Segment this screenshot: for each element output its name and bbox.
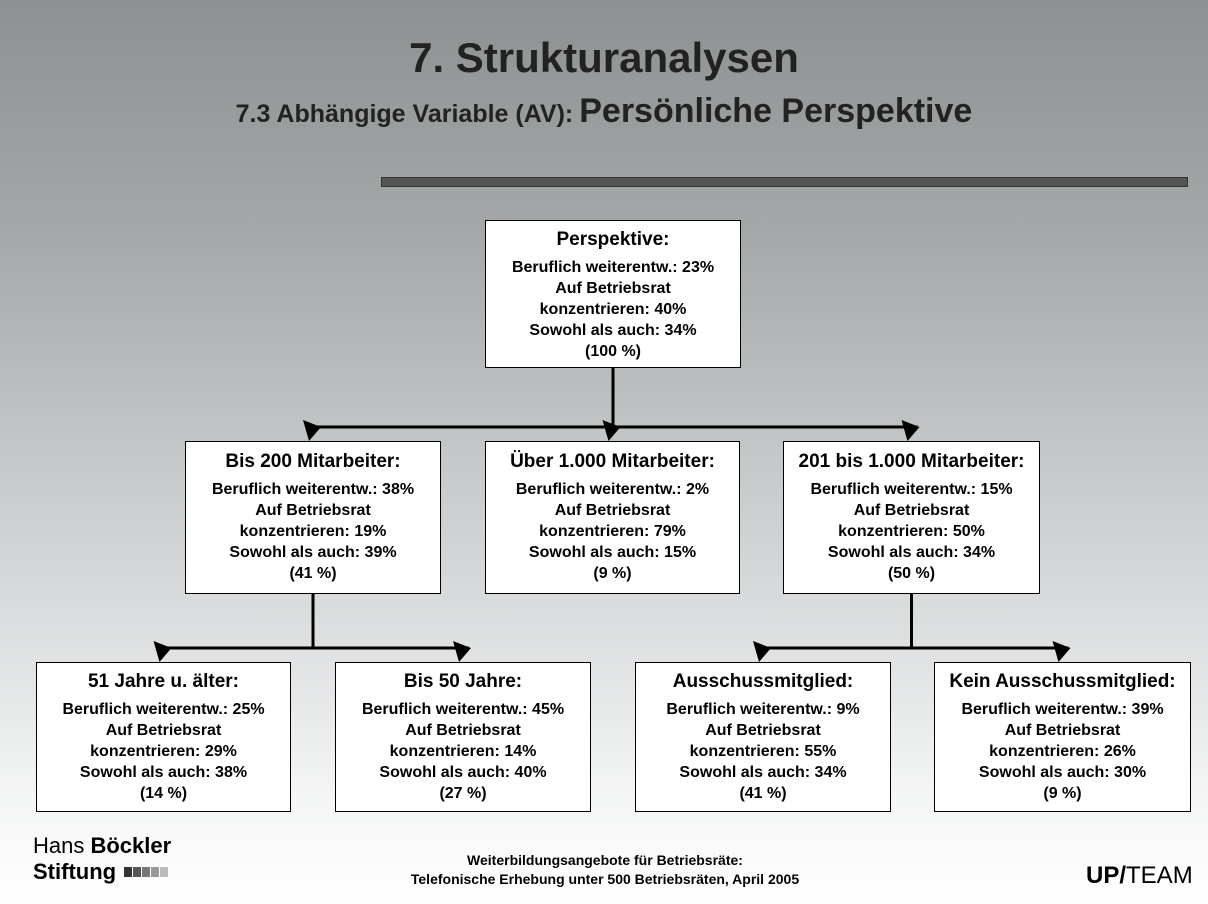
- node-line: konzentrieren: 50%: [838, 523, 985, 540]
- footer-line-1: Weiterbildungsangebote für Betriebsräte:: [467, 852, 743, 868]
- node-line: Beruflich weiterentw.: 2%: [515, 481, 710, 498]
- node-line: Beruflich weiterentw.: 23%: [511, 259, 715, 276]
- node-line: Sowohl als auch: 40%: [379, 764, 547, 781]
- node-line: konzentrieren: 14%: [389, 743, 537, 760]
- upteam-logo: UP/TEAM: [1086, 862, 1193, 890]
- node-line: Sowohl als auch: 39%: [229, 544, 397, 561]
- node-heading: 51 Jahre u. älter:: [87, 671, 240, 692]
- footer-line-2: Telefonische Erhebung unter 500 Betriebs…: [410, 871, 800, 887]
- node-bis50: Bis 50 Jahre: Beruflich weiterentw.: 45%…: [335, 662, 591, 812]
- node-line: Auf Betriebsrat: [705, 722, 821, 739]
- hans-boeckler-stiftung-logo: Hans Böckler Stiftung: [33, 833, 171, 885]
- footer-source-note: Weiterbildungsangebote für Betriebsräte:…: [300, 851, 910, 889]
- node-line: (41 %): [739, 785, 787, 802]
- node-ueber1000: Über 1.000 Mitarbeiter: Beruflich weiter…: [485, 441, 740, 594]
- node-line: konzentrieren: 26%: [989, 743, 1136, 760]
- node-line: (9 %): [1043, 785, 1082, 802]
- node-line: Auf Betriebsrat: [853, 502, 970, 519]
- node-heading: Über 1.000 Mitarbeiter:: [510, 451, 715, 472]
- node-line: konzentrieren: 79%: [539, 523, 686, 540]
- node-line: (41 %): [289, 565, 337, 582]
- node-line: Beruflich weiterentw.: 39%: [961, 701, 1164, 718]
- node-line: konzentrieren: 19%: [239, 523, 387, 540]
- node-line: (100 %): [584, 343, 642, 360]
- node-line: Sowohl als auch: 15%: [528, 544, 697, 561]
- connector-arrowhead: [153, 641, 172, 662]
- node-line: Auf Betriebsrat: [255, 502, 371, 519]
- node-line: Auf Betriebsrat: [555, 280, 671, 297]
- connector-arrowhead: [303, 420, 321, 441]
- node-heading: Perspektive:: [556, 229, 670, 250]
- upteam-logo-bold: UP/: [1086, 862, 1127, 889]
- node-line: konzentrieren: 40%: [539, 301, 687, 318]
- node-kein: Kein Ausschussmitglied: Beruflich weiter…: [934, 662, 1191, 812]
- slide-subtitle: 7.3 Abhängige Variable (AV):Persönliche …: [0, 92, 1208, 131]
- node-line: Auf Betriebsrat: [105, 722, 222, 739]
- logo-word-stiftung: Stiftung: [33, 859, 117, 884]
- node-line: Auf Betriebsrat: [405, 722, 521, 739]
- logo-square: [160, 867, 169, 877]
- node-line: konzentrieren: 55%: [689, 743, 837, 760]
- node-line: Sowohl als auch: 34%: [529, 322, 697, 339]
- node-heading: Kein Ausschussmitglied:: [949, 671, 1176, 692]
- slide-title: 7. Strukturanalysen: [409, 34, 799, 81]
- node-line: Sowohl als auch: 34%: [827, 544, 996, 561]
- node-line: (27 %): [439, 785, 487, 802]
- node-line: (14 %): [139, 785, 188, 802]
- node-line: konzentrieren: 29%: [90, 743, 237, 760]
- node-line: Sowohl als auch: 38%: [79, 764, 248, 781]
- node-line: Beruflich weiterentw.: 9%: [666, 701, 860, 718]
- node-ausschuss: Ausschussmitglied: Beruflich weiterentw.…: [635, 662, 891, 812]
- logo-square: [124, 867, 133, 877]
- logo-word-boeckler: Böckler: [90, 833, 172, 858]
- logo-word-hans: Hans: [33, 833, 85, 858]
- node-line: Sowohl als auch: 30%: [978, 764, 1147, 781]
- logo-square: [142, 867, 151, 877]
- node-heading: Bis 200 Mitarbeiter:: [225, 451, 401, 472]
- node-heading: Ausschussmitglied:: [672, 671, 854, 692]
- node-line: Sowohl als auch: 34%: [679, 764, 847, 781]
- node-mid: 201 bis 1.000 Mitarbeiter: Beruflich wei…: [783, 441, 1040, 594]
- connector-arrowhead: [753, 641, 771, 662]
- node-heading: 201 bis 1.000 Mitarbeiter:: [798, 451, 1025, 472]
- node-line: Beruflich weiterentw.: 15%: [810, 481, 1013, 498]
- node-line: Beruflich weiterentw.: 25%: [62, 701, 265, 718]
- node-heading: Bis 50 Jahre:: [403, 671, 523, 692]
- logo-squares-icon: [124, 867, 169, 877]
- title-divider-bar: [381, 177, 1188, 187]
- node-bis200: Bis 200 Mitarbeiter: Beruflich weiterent…: [185, 441, 441, 594]
- subtitle-prefix: 7.3 Abhängige Variable (AV):: [235, 100, 574, 128]
- logo-square: [133, 867, 142, 877]
- connector-arrowhead: [1052, 641, 1071, 662]
- node-line: Beruflich weiterentw.: 38%: [211, 481, 415, 498]
- upteam-logo-regular: TEAM: [1126, 862, 1193, 889]
- connector-arrowhead: [901, 420, 920, 441]
- node-alt51: 51 Jahre u. älter: Beruflich weiterentw.…: [36, 662, 291, 812]
- node-line: Beruflich weiterentw.: 45%: [361, 701, 565, 718]
- node-root: Perspektive: Beruflich weiterentw.: 23% …: [485, 220, 741, 368]
- logo-square: [151, 867, 160, 877]
- node-line: (50 %): [887, 565, 936, 582]
- connector-arrowhead: [453, 641, 471, 662]
- connector-arrowhead: [602, 420, 621, 441]
- node-line: Auf Betriebsrat: [554, 502, 671, 519]
- node-line: (9 %): [593, 565, 632, 582]
- subtitle-main: Persönliche Perspektive: [579, 92, 973, 130]
- node-line: Auf Betriebsrat: [1004, 722, 1121, 739]
